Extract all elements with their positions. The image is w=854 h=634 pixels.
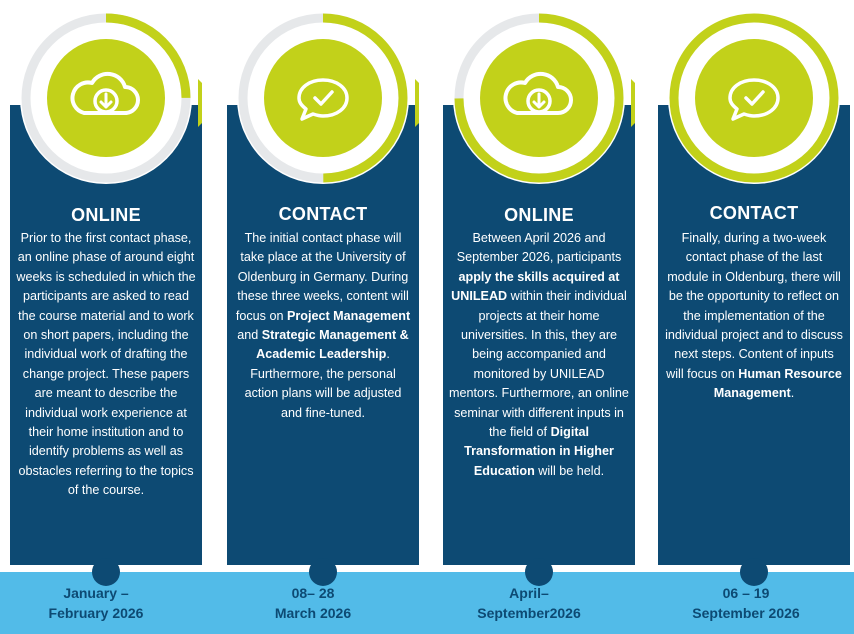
description-text: Prior to the first contact phase, an onl…	[16, 231, 196, 498]
cloud-download-icon	[70, 71, 140, 115]
phase-date: 06 – 19 September 2026	[692, 585, 800, 621]
phase-description: Prior to the first contact phase, an onl…	[16, 229, 196, 501]
phase-title: ONLINE	[504, 205, 574, 225]
timeline-dot	[309, 558, 337, 586]
phase-date: 08– 28 March 2026	[274, 585, 352, 621]
phase-date: April– September2026	[477, 585, 581, 621]
description-text: .	[790, 386, 795, 401]
highlight-text: Project Management	[286, 308, 411, 323]
highlight-text: Human Resource Management	[713, 366, 842, 401]
arrow-pointer	[415, 79, 419, 127]
date-bar	[0, 572, 854, 634]
arrow-pointer	[631, 79, 635, 127]
arrow-pointer	[198, 79, 202, 127]
phase-description: Finally, during a two-week contact phase…	[664, 229, 844, 404]
highlight-text: Digital Transformation in Higher Educati…	[464, 425, 614, 478]
phase-badge-4	[668, 12, 840, 184]
phase-badge-1	[20, 12, 202, 184]
description-text: will be held.	[534, 463, 605, 478]
phase-description: The initial contact phase will take plac…	[233, 229, 413, 423]
chat-check-icon	[728, 78, 780, 121]
description-text: within their individual projects at thei…	[449, 289, 629, 440]
highlight-text: apply the skills acquired at UNILEAD	[451, 269, 620, 304]
description-text: Between April 2026 and September 2026, p…	[456, 231, 622, 265]
phase-date: January – February 2026	[48, 585, 144, 621]
description-text: Finally, during a two-week contact phase…	[665, 231, 843, 381]
timeline-dot	[525, 558, 553, 586]
phase-description: Between April 2026 and September 2026, p…	[449, 229, 629, 481]
description-text: and	[237, 328, 262, 343]
timeline-dot	[740, 558, 768, 586]
description-text: The initial contact phase will take plac…	[235, 231, 409, 323]
highlight-text: Strategic Management & Academic Leadersh…	[256, 328, 409, 362]
phase-badge-2	[237, 12, 419, 184]
chat-check-icon	[297, 78, 349, 121]
timeline-dot	[92, 558, 120, 586]
phase-badge-3	[453, 12, 635, 184]
cloud-download-icon	[503, 71, 573, 115]
phase-title: ONLINE	[71, 205, 141, 225]
phase-title: CONTACT	[709, 203, 799, 223]
description-text: . Furthermore, the personal action plans…	[244, 347, 402, 420]
phase-title: CONTACT	[278, 204, 368, 224]
